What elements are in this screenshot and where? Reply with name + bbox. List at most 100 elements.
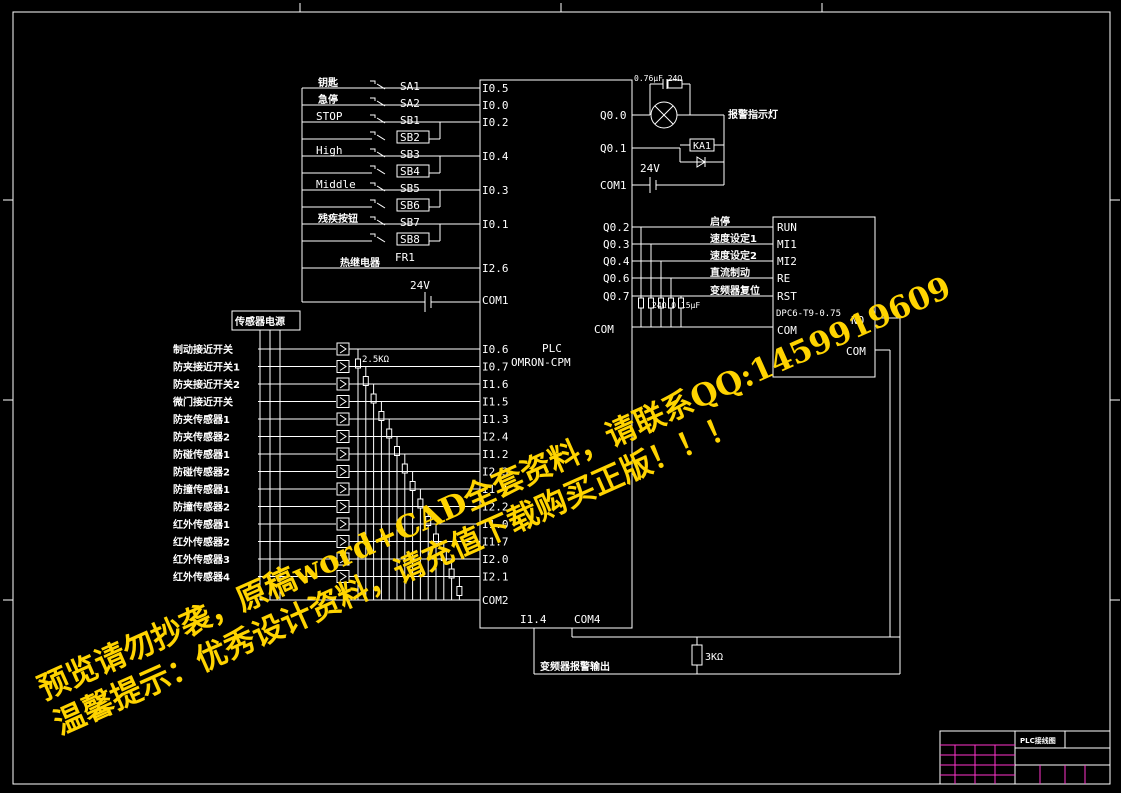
sensor-arrow-icon <box>339 537 347 546</box>
switch-code: SB3 <box>400 148 420 161</box>
sensor-input: I1.7 <box>482 536 509 549</box>
switch-contact-icon <box>370 131 386 141</box>
sensor-arrow-icon <box>339 519 347 529</box>
sensor-arrow-icon <box>339 362 347 371</box>
vfd-model: DPC6-T9-0.75 <box>776 309 841 319</box>
sensor-input: I0.6 <box>482 343 509 356</box>
switch-label: Middle <box>316 178 356 191</box>
watermark-line2: 温馨提示：优秀设计资料，请充值下载购买正版！！！ <box>49 407 743 742</box>
vfd-output-label: 速度设定1 <box>710 232 757 245</box>
com1-left-terminal: COM1 <box>482 294 509 307</box>
sensor-icon <box>336 412 350 426</box>
sensor-input: I2.2 <box>482 501 509 514</box>
switch-code: SB7 <box>400 216 420 229</box>
vfd-pin: RE <box>777 272 790 285</box>
switch-label: 钥匙 <box>318 76 339 89</box>
title-block-name: PLC接线图 <box>1020 736 1056 745</box>
vfd-output-label: 直流制动 <box>710 266 750 279</box>
resistor-3k <box>691 644 703 666</box>
switch-label: 急停 <box>318 93 338 106</box>
vfd-pin: MI2 <box>777 255 797 268</box>
sensor-label: 红外传感器3 <box>173 553 230 566</box>
switch-code-box <box>396 232 430 246</box>
sensor-input: I2.4 <box>482 431 509 444</box>
sensor-icon <box>336 430 350 443</box>
rc-element <box>638 297 644 309</box>
sensor-arrow-icon <box>339 502 347 511</box>
vfd-output-label: 变频器复位 <box>710 284 760 297</box>
sensor-input: I2.1 <box>482 571 509 584</box>
com1-left-voltage: 24V <box>410 279 430 292</box>
sensor-label: 防碰传感器1 <box>173 448 230 461</box>
sensor-label: 红外传感器4 <box>173 571 230 584</box>
switch-code: SA1 <box>400 80 420 93</box>
frame-ticks <box>3 3 1120 601</box>
sensor-label: 防夹传感器1 <box>173 413 230 426</box>
sensor-input: I1.1 <box>482 483 509 496</box>
sensor-label: 微门接近开关 <box>172 396 233 409</box>
sensor-arrow-icon <box>339 432 347 441</box>
plc-terminal-com2: COM2 <box>482 594 509 607</box>
plc-terminal-i14: I1.4 <box>520 613 547 626</box>
sensor-label: 红外传感器1 <box>173 518 230 531</box>
vfd-pin: MI1 <box>777 238 797 251</box>
switch-label: STOP <box>316 110 343 123</box>
resistor-3k-label: 3KΩ <box>705 652 723 663</box>
switch-code: SB1 <box>400 114 420 127</box>
vfd-output-terminal: Q0.4 <box>603 255 630 268</box>
sensor-arrow-icon <box>339 379 347 389</box>
vfd-no: NO <box>851 314 864 327</box>
sensor-icon <box>336 377 350 391</box>
sensor-input: I1.0 <box>482 518 509 531</box>
switch-input: I0.5 <box>482 82 509 95</box>
sensor-arrow-icon <box>339 467 347 476</box>
sensor-input: I0.7 <box>482 361 509 374</box>
sensor-icon <box>336 360 350 373</box>
sensor-resistor-label: 2.5KΩ <box>362 355 390 365</box>
output-terminal: Q0.1 <box>600 142 627 155</box>
sensor-resistor <box>456 586 463 596</box>
plc-terminal-com4: COM4 <box>574 613 601 626</box>
vfd-com2: COM <box>846 345 866 358</box>
sensor-input: I1.6 <box>482 378 509 391</box>
vfd-output-terminal: Q0.6 <box>603 272 630 285</box>
vfd-body <box>772 216 876 378</box>
sensor-label: 防夹传感器2 <box>173 431 230 444</box>
sensor-arrow-icon <box>339 397 347 406</box>
voltage-right: 24V <box>640 162 660 175</box>
plc-body <box>479 79 633 629</box>
plc-title: PLC <box>542 342 562 355</box>
switch-contact-icon <box>370 233 386 243</box>
sensor-label: 防夹接近开关2 <box>173 378 240 391</box>
sensor-icon <box>336 465 350 478</box>
sensor-arrow-icon <box>339 572 347 581</box>
switch-input: I0.1 <box>482 218 509 231</box>
title-block: PLC接线图 <box>939 730 1111 785</box>
switch-code: SB2 <box>400 131 420 144</box>
switch-label: High <box>316 144 343 157</box>
sensor-power-box <box>231 310 301 331</box>
sensor-power-label: 传感器电源 <box>234 315 285 328</box>
vfd-alarm-label: 变频器报警输出 <box>540 660 610 673</box>
sensor-input: I1.3 <box>482 413 509 426</box>
plc-model: OMRON-CPM <box>511 356 571 369</box>
sensor-icon <box>336 342 350 356</box>
switch-code-box <box>396 130 430 144</box>
relay-label: KA1 <box>693 141 711 152</box>
sensor-arrow-icon <box>339 449 347 459</box>
switch-code: SB4 <box>400 165 420 178</box>
switch-code-box <box>396 198 430 212</box>
switch-input: I0.3 <box>482 184 509 197</box>
watermark-line1: 预览请勿抄袭，原稿word+CAD全套资料，请联系QQ:1459919609 <box>33 270 957 708</box>
sensor-icon <box>336 447 350 461</box>
vfd-output-terminal: Q0.7 <box>603 290 630 303</box>
switch-code: SB8 <box>400 233 420 246</box>
thermal-label: 热继电器 <box>340 256 381 269</box>
switch-input: I0.0 <box>482 99 509 112</box>
sensor-input: I2.3 <box>482 466 509 479</box>
sensor-icon <box>336 395 350 408</box>
sensor-label: 防撞传感器2 <box>173 501 230 514</box>
sensor-arrow-icon <box>339 484 347 494</box>
